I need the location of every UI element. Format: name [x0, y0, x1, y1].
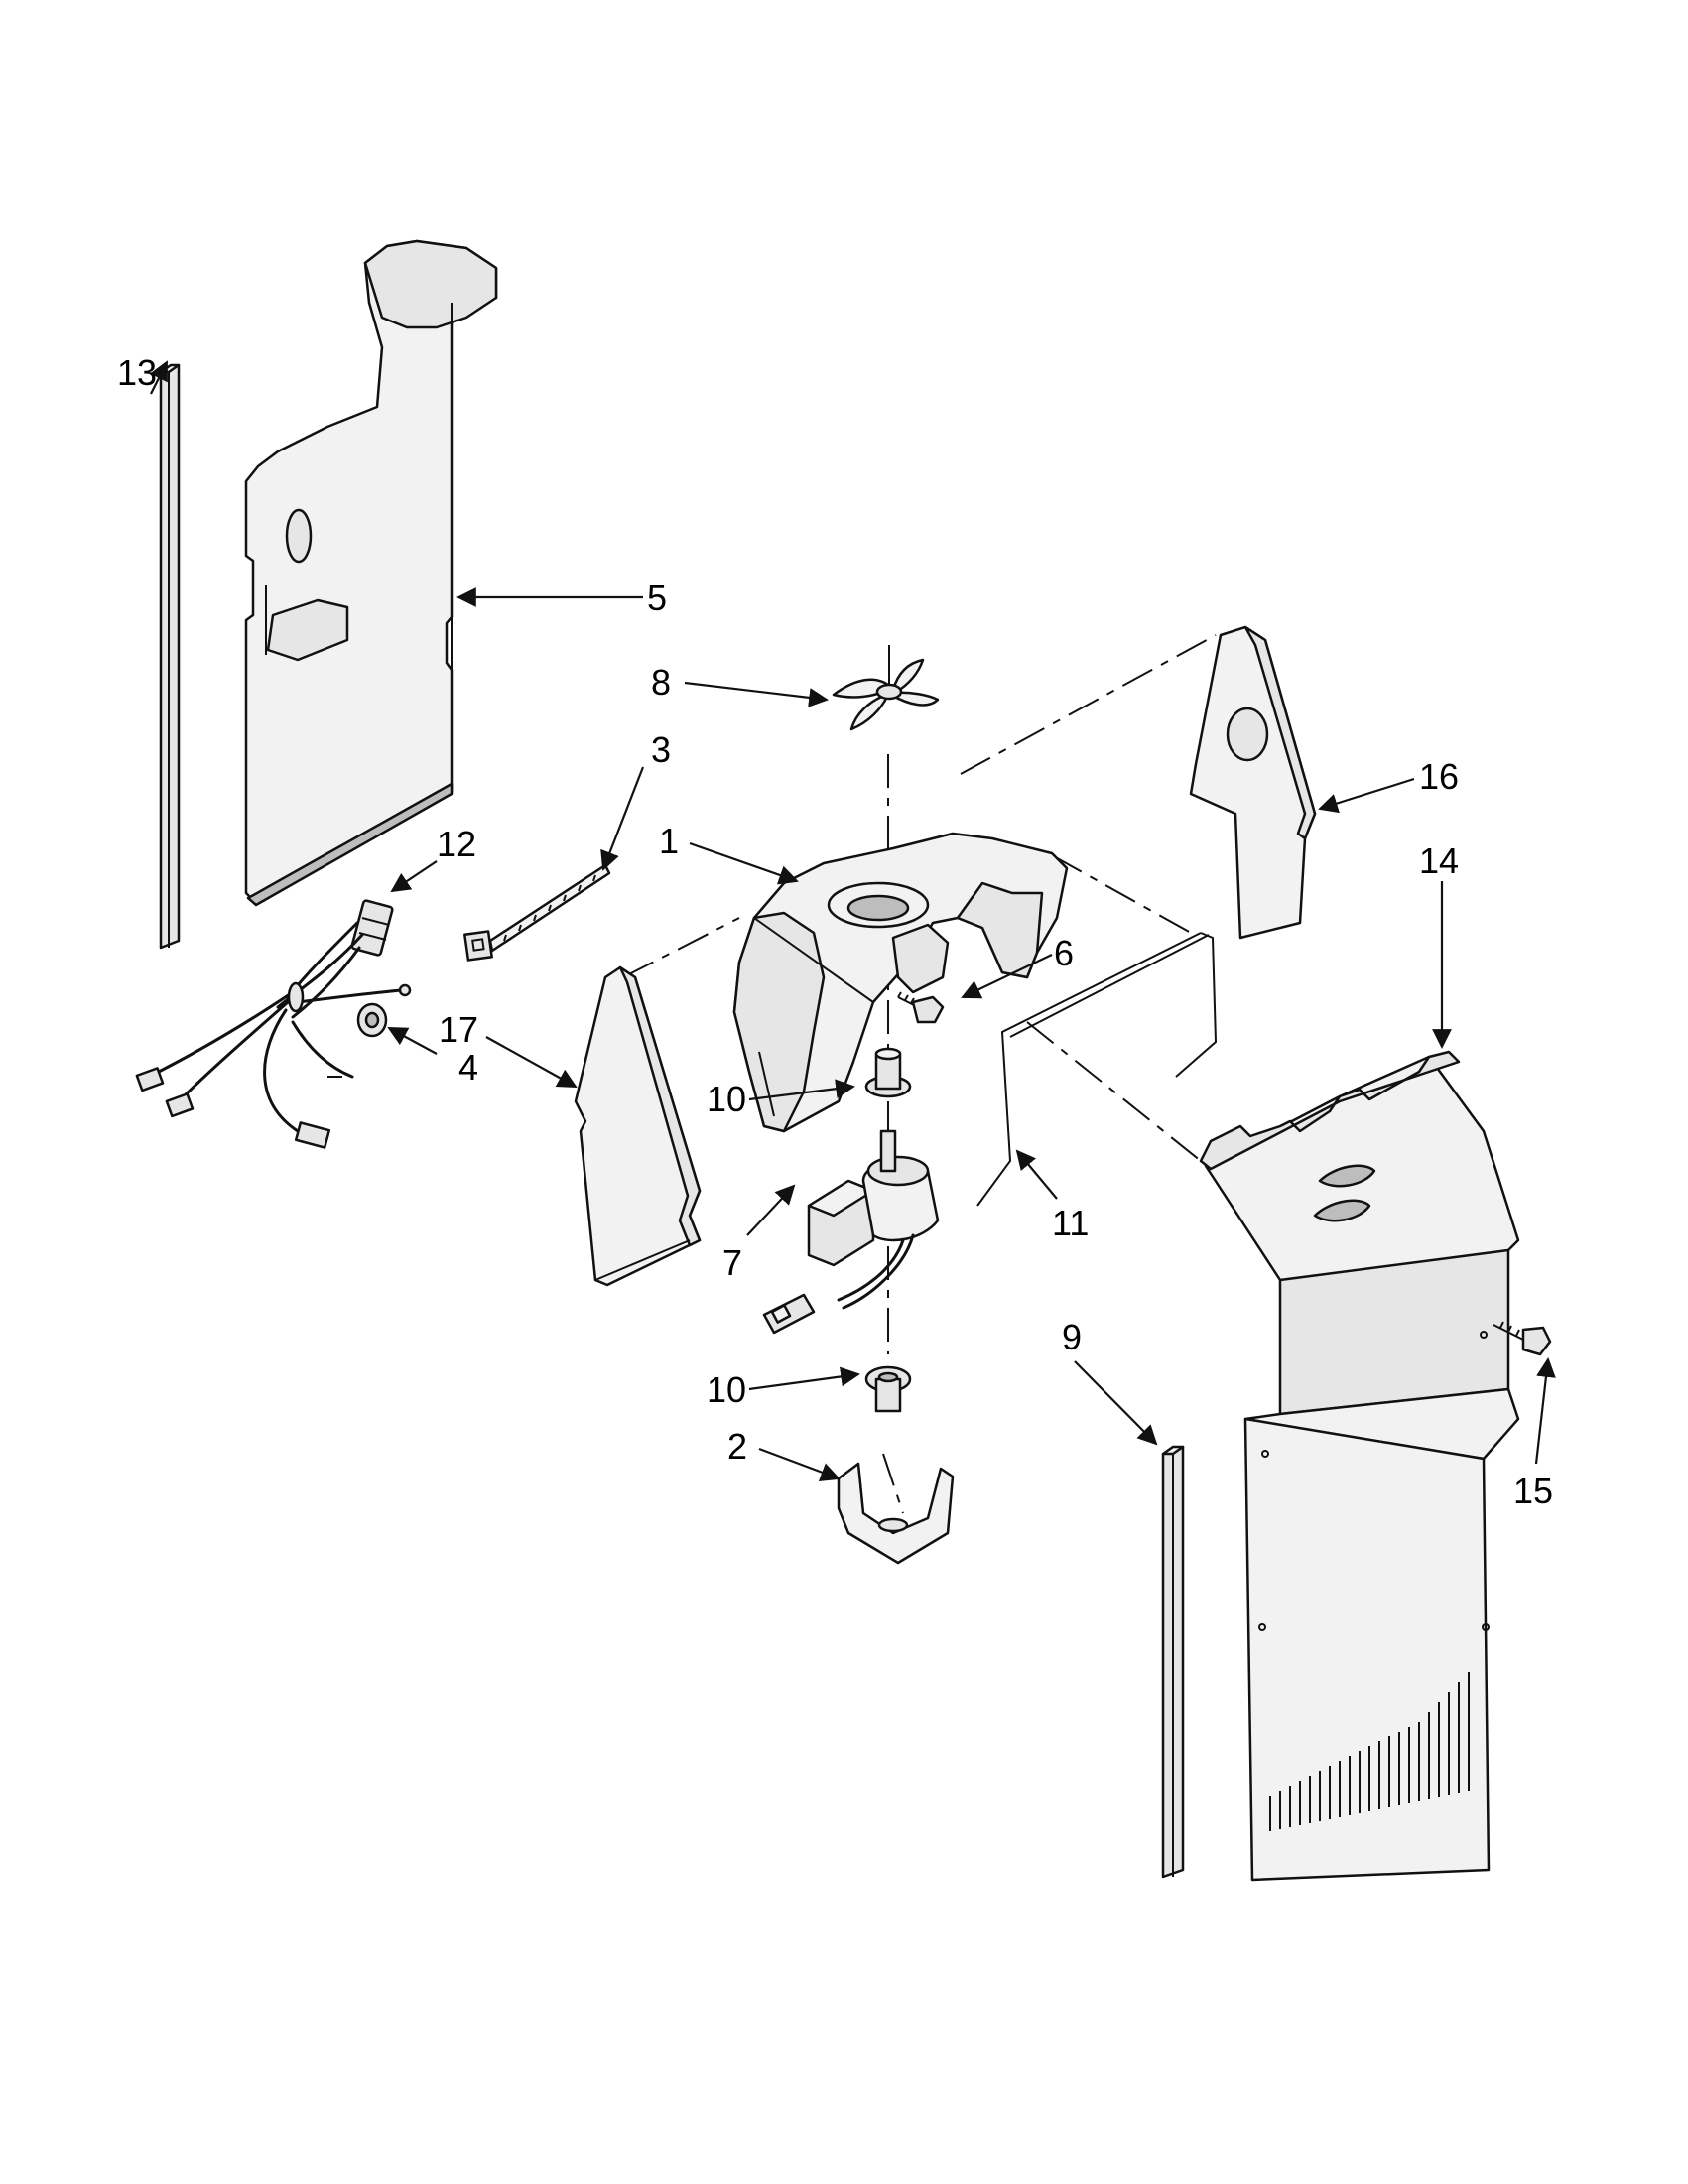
callout-13: 13 [117, 352, 157, 393]
callout-5: 5 [647, 578, 667, 618]
callout-11: 11 [1052, 1203, 1089, 1243]
part-13-gasket-strip [159, 363, 181, 950]
part-15-screw [1493, 1321, 1552, 1356]
callout-3: 3 [651, 729, 671, 770]
part-4-grommet [356, 1002, 388, 1038]
part-8-fan-blade [832, 645, 940, 731]
callout-4: 4 [458, 1047, 478, 1088]
part-9-gasket-strip [1161, 1445, 1185, 1879]
part-1-fan-housing [732, 832, 1069, 1133]
callout-2: 2 [727, 1426, 747, 1467]
part-16-insulation-panel [1189, 625, 1317, 940]
callout-12: 12 [437, 824, 476, 864]
part-12-wire-harness [135, 899, 412, 1149]
callout-14: 14 [1419, 840, 1459, 881]
callout-16: 16 [1419, 756, 1459, 797]
part-10-upper-grommet [864, 1047, 912, 1098]
callout-9: 9 [1062, 1317, 1082, 1357]
assembly-lines [622, 634, 1217, 1514]
callout-leaders [150, 360, 1556, 1482]
part-5-air-duct-panel [244, 239, 498, 907]
part-10-lower-grommet [864, 1365, 912, 1413]
callout-10-lower: 10 [707, 1369, 746, 1410]
callout-labels: 13 5 8 3 1 12 6 17 4 10 7 11 10 2 9 16 1… [117, 352, 1553, 1511]
part-17-side-insulation [574, 965, 702, 1287]
callout-15: 15 [1513, 1471, 1553, 1511]
callout-1: 1 [659, 821, 679, 861]
part-3-cable-tie [463, 863, 611, 962]
part-7-fan-motor [762, 1101, 940, 1335]
callout-7: 7 [722, 1242, 742, 1283]
part-11-wire-bracket [976, 932, 1218, 1207]
callout-8: 8 [651, 662, 671, 703]
callout-17: 17 [439, 1009, 478, 1050]
part-6-screw [897, 991, 945, 1024]
vent-slots [1269, 1672, 1470, 1831]
callout-6: 6 [1054, 933, 1074, 973]
callout-10-upper: 10 [707, 1079, 746, 1119]
part-14-rear-cover [1199, 1050, 1520, 1882]
part-2-motor-bracket [837, 1462, 955, 1565]
